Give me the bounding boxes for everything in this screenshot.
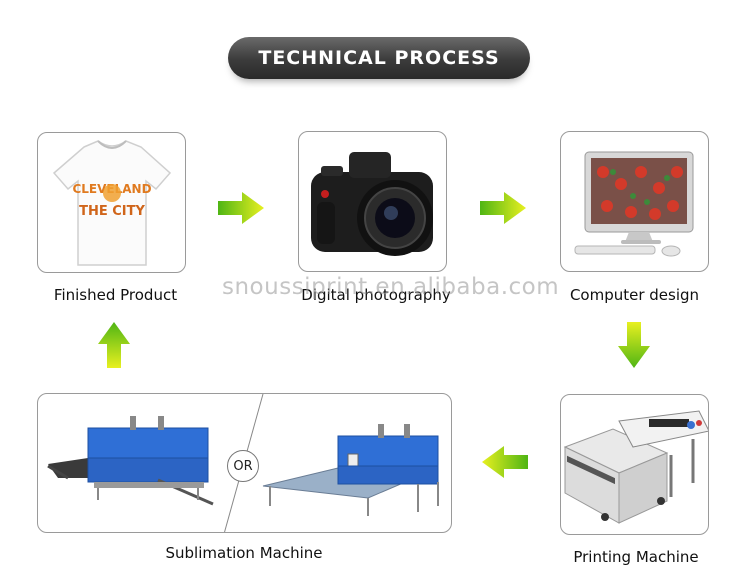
camera-image bbox=[311, 152, 433, 256]
finished-product-label: Finished Product bbox=[53, 286, 178, 304]
arrow-down-icon bbox=[618, 322, 650, 368]
arrow-left-icon bbox=[482, 446, 528, 478]
title-banner: TECHNICAL PROCESS bbox=[228, 37, 530, 79]
or-badge: OR bbox=[227, 450, 259, 482]
printing-machine-card bbox=[560, 394, 709, 535]
arrow-right-icon bbox=[480, 192, 526, 224]
finished-product-card: CLEVELAND THE CITY bbox=[37, 132, 186, 273]
digital-photography-label: Digital photography bbox=[301, 286, 451, 304]
computer-design-label: Computer design bbox=[569, 286, 700, 304]
page-title: TECHNICAL PROCESS bbox=[258, 47, 500, 69]
digital-photography-card bbox=[298, 131, 447, 272]
watermark-text: snoussiprint.en.alibaba.com bbox=[222, 274, 560, 300]
printing-machine-label: Printing Machine bbox=[573, 548, 699, 566]
arrow-right-icon bbox=[218, 192, 264, 224]
tshirt-image: CLEVELAND THE CITY bbox=[52, 140, 172, 266]
arrow-up-icon bbox=[98, 322, 130, 368]
sublimation-machine-label: Sublimation Machine bbox=[165, 544, 323, 562]
printing-machine-image bbox=[563, 410, 708, 524]
sublimation-machines-image bbox=[47, 394, 439, 532]
computer-image bbox=[574, 151, 694, 257]
shirt-print-line2: THE CITY bbox=[79, 204, 145, 219]
computer-design-card bbox=[560, 131, 709, 272]
